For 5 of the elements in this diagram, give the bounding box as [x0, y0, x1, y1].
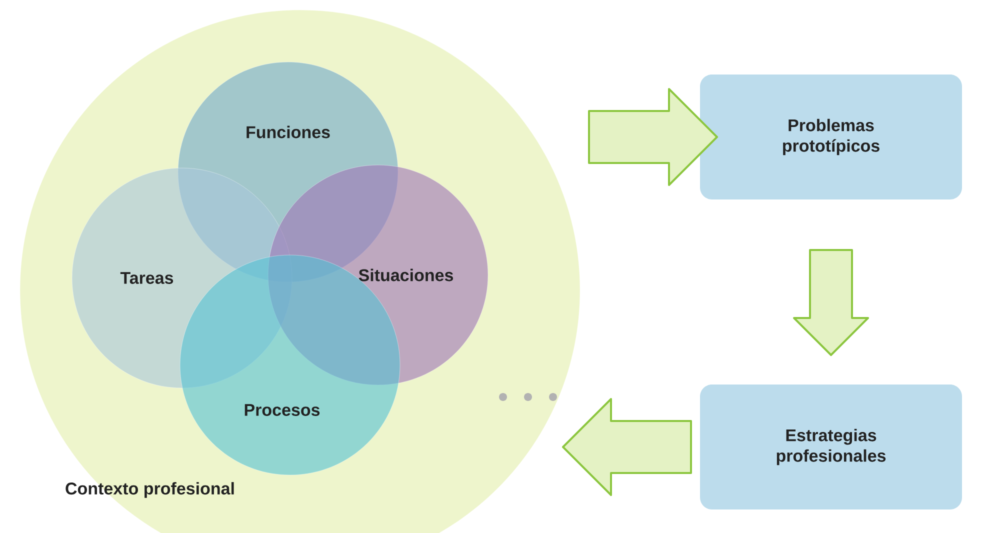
process-box: Problemas prototípicos: [700, 74, 962, 200]
process-box: Estrategias profesionales: [700, 384, 962, 510]
block-arrow: [588, 88, 718, 186]
block-arrow: [793, 249, 869, 356]
block-arrow: [562, 398, 692, 496]
